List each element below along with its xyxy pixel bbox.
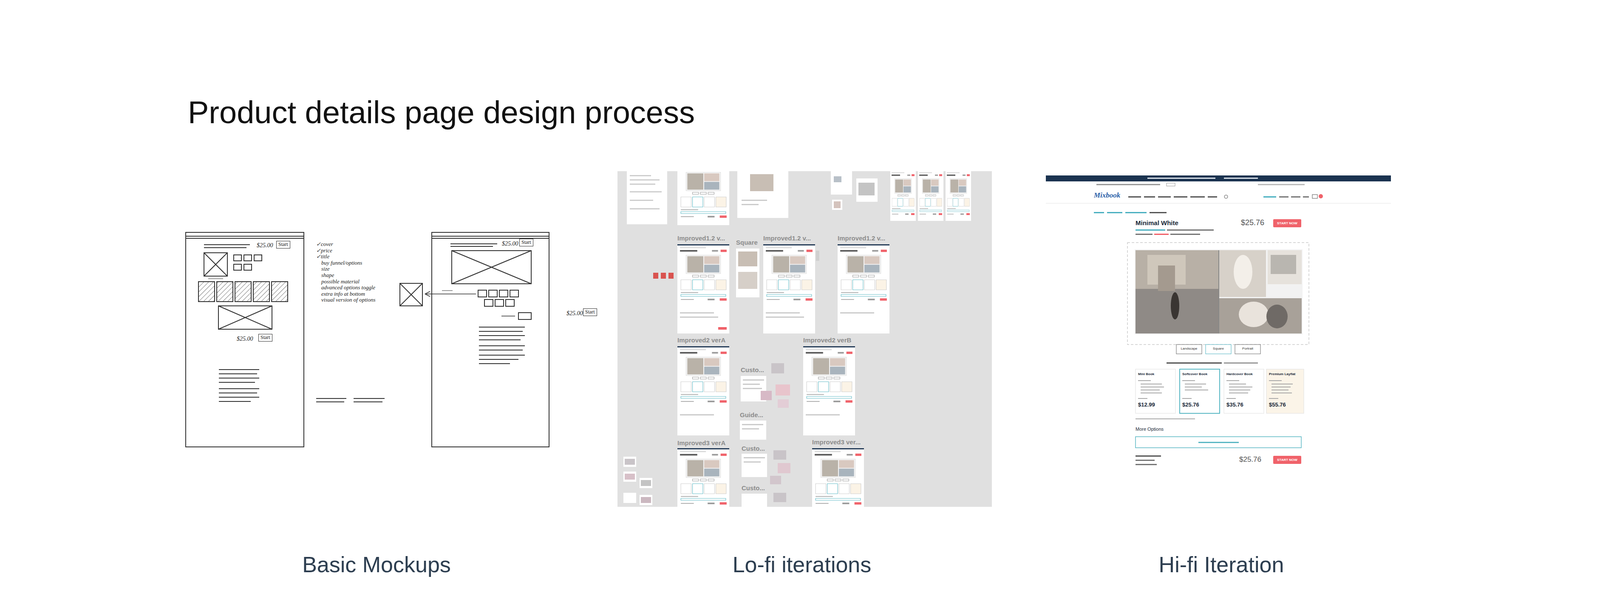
sketch-price: $25.00 (501, 240, 519, 248)
brand-logo: Mixbook (1093, 191, 1121, 200)
frame-label: Custo... (741, 484, 765, 492)
sketch-note: visual version of options (321, 297, 376, 304)
frame-label: Improved3 verA (677, 439, 726, 447)
frame-label: Custo... (740, 366, 765, 374)
sketch-note: ✓cover (316, 241, 334, 248)
card-title: Hardcover Book (1226, 372, 1253, 377)
sketch-note: ✓title (316, 253, 330, 261)
price: $25.76 (1239, 455, 1262, 465)
sketch-price: $25.00 (566, 310, 584, 318)
slide-title: Product details page design process (187, 94, 695, 131)
sketch-note: size (321, 266, 330, 273)
frame-label: Improved1.2 v... (837, 234, 886, 242)
price: $25.76 (1240, 218, 1265, 228)
section-label: More Options (1135, 426, 1164, 433)
sketch-note: ✓price (316, 247, 333, 255)
option-button: Landscape (1180, 346, 1198, 351)
sketch-button: Start (519, 238, 534, 247)
frame-label: Square (736, 238, 758, 247)
sketch-note: possible material (321, 278, 360, 286)
sketch-button: Start (276, 240, 291, 249)
card-title: Premium Layflat (1268, 372, 1296, 377)
frame-label: Guide... (739, 411, 764, 419)
frame-label: Improved2 verA (677, 336, 726, 344)
frame-label: Improved3 ver... (812, 438, 861, 446)
panel-caption: Basic Mockups (302, 552, 451, 578)
card-title: Mini Book (1138, 372, 1155, 377)
card-price: $12.99 (1138, 402, 1156, 409)
option-button: Portrait (1242, 346, 1254, 351)
cta-button: START NOW (1273, 455, 1302, 465)
card-price: $25.76 (1182, 402, 1200, 409)
sketch-button: Start (583, 308, 598, 317)
sketch-price: $25.00 (256, 242, 274, 250)
cta-button: START NOW (1273, 219, 1302, 228)
panel-caption: Lo-fi iterations (732, 552, 872, 578)
sketch-button: Start (258, 334, 273, 342)
product-title: Minimal White (1135, 219, 1179, 227)
card-price: $35.76 (1226, 402, 1244, 409)
card-title: Softcover Book (1182, 372, 1208, 377)
sketch-note: advanced options toggle (321, 284, 376, 292)
frame-label: Custo... (741, 444, 765, 453)
panel-caption: Hi-fi Iteration (1158, 552, 1285, 578)
sketch-note: shape (321, 272, 335, 279)
sketch-note: buy funnel/options (321, 260, 363, 267)
card-price: $55.76 (1268, 402, 1286, 409)
sketch-price: $25.00 (236, 335, 254, 343)
sketch-note: extra info at bottom (321, 291, 366, 298)
frame-label: Improved2 verB (803, 336, 852, 344)
frame-label: Improved1.2 v... (763, 234, 811, 242)
frame-label: Improved1.2 v... (677, 234, 725, 242)
option-button: Square (1212, 346, 1224, 351)
